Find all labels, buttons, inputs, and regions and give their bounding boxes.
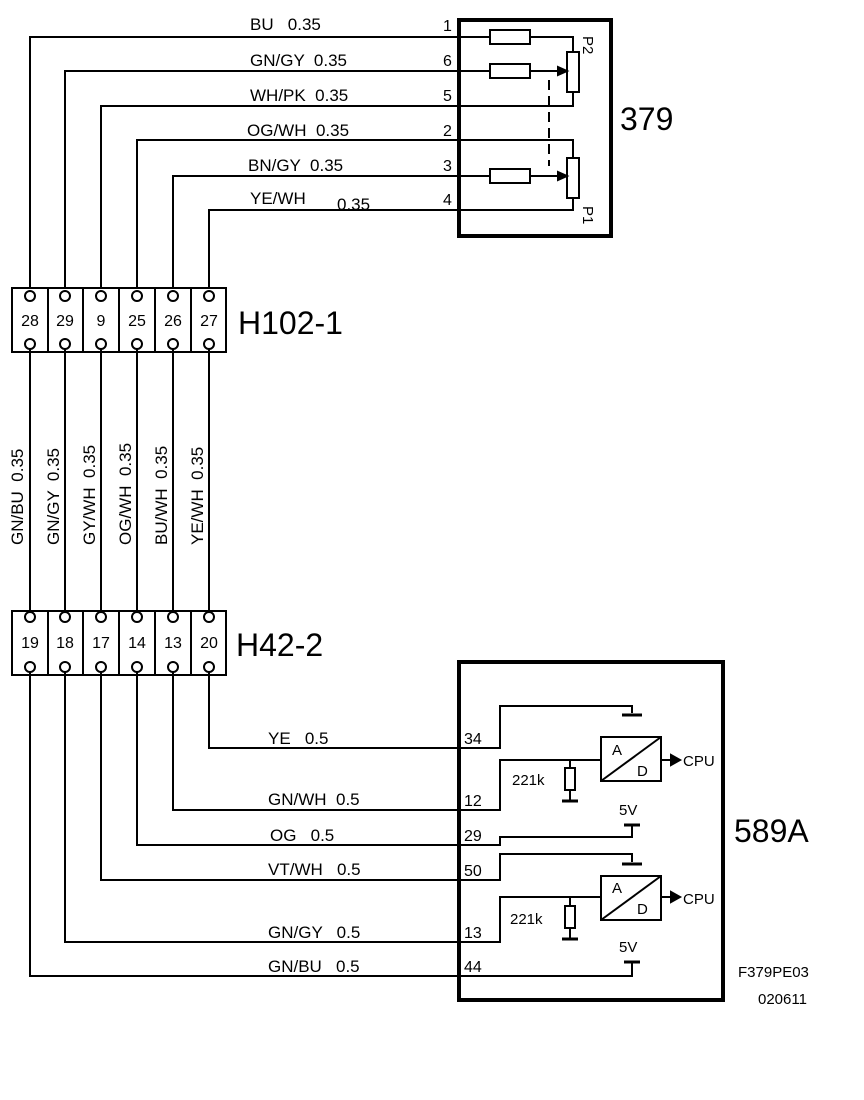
supply-label: 5V xyxy=(619,939,637,956)
connector-h102-1 xyxy=(11,287,227,353)
component-379-box xyxy=(457,18,613,238)
wire-gngy-top xyxy=(64,70,459,288)
wire-label: GN/GY 0.5 xyxy=(268,923,360,942)
connector-h102-1-label: H102-1 xyxy=(238,305,343,341)
pin-number: 34 xyxy=(464,731,482,748)
ad-a-label: A xyxy=(612,880,622,897)
wire-label: OG/WH 0.35 xyxy=(116,443,135,545)
cpu-label: CPU xyxy=(683,891,715,908)
wire-label: OG 0.5 xyxy=(270,826,334,845)
wire-label: OG/WH 0.35 xyxy=(247,121,349,140)
wire-bngy-top xyxy=(172,175,459,288)
pin-number: 29 xyxy=(464,828,482,845)
pin-number: 50 xyxy=(464,863,482,880)
connector-pin: 25 xyxy=(128,313,146,330)
ad-d-label: D xyxy=(637,763,648,780)
wire-label: GN/WH 0.5 xyxy=(268,790,360,809)
resistor-label: 221k xyxy=(512,772,545,789)
pin-number: 13 xyxy=(464,925,482,942)
wire-label: GN/GY 0.35 xyxy=(44,448,63,545)
drawing-code: F379PE03 xyxy=(738,964,809,981)
pin-number: 1 xyxy=(443,18,452,35)
wire-ogwh-top xyxy=(136,139,459,288)
connector-pin: 18 xyxy=(56,635,74,652)
connector-pin: 26 xyxy=(164,313,182,330)
pin-number: 44 xyxy=(464,959,482,976)
connector-pin: 29 xyxy=(56,313,74,330)
p1-label: P1 xyxy=(579,206,596,224)
p2-label: P2 xyxy=(579,36,596,54)
wire-ye-bottom xyxy=(208,672,459,749)
wire-label: YE 0.5 xyxy=(268,729,328,748)
ecu-internal xyxy=(459,705,683,977)
connector-h42-2 xyxy=(11,610,227,676)
pin-number: 4 xyxy=(443,192,452,209)
wire-bu-top xyxy=(29,36,459,288)
drawing-date: 020611 xyxy=(758,991,807,1008)
connector-pin: 13 xyxy=(164,635,182,652)
connector-pin: 27 xyxy=(200,313,218,330)
pin-number: 5 xyxy=(443,88,452,105)
wire-label: GN/BU 0.5 xyxy=(268,957,360,976)
component-589a-box xyxy=(457,660,725,1002)
wire-whpk-top xyxy=(100,105,459,288)
pin-number: 12 xyxy=(464,793,482,810)
resistor-label: 221k xyxy=(510,911,543,928)
pin-number: 2 xyxy=(443,123,452,140)
connector-pin: 14 xyxy=(128,635,146,652)
wire-yewh-top xyxy=(208,209,459,288)
connector-pin: 28 xyxy=(21,313,39,330)
wire-vtwh-bottom xyxy=(100,672,459,881)
pin-number: 6 xyxy=(443,53,452,70)
wire-label: GN/GY 0.35 xyxy=(250,51,347,70)
wire-gnwh-bottom xyxy=(172,672,459,811)
wire-gngy-bottom xyxy=(64,672,459,943)
connector-pin: 17 xyxy=(92,635,110,652)
connector-h42-2-label: H42-2 xyxy=(236,627,323,663)
wire-gnbu-bottom xyxy=(29,672,459,977)
wire-label: 0.35 xyxy=(337,195,370,214)
supply-label: 5V xyxy=(619,802,637,819)
component-379-label: 379 xyxy=(620,101,673,137)
wire-og-bottom xyxy=(136,672,459,846)
wire-label: GY/WH 0.35 xyxy=(80,445,99,545)
wire-label: YE/WH xyxy=(250,189,306,208)
connector-pin: 9 xyxy=(97,313,106,330)
wire-label: BU 0.35 xyxy=(250,15,321,34)
connector-pin: 20 xyxy=(200,635,218,652)
component-589a-label: 589A xyxy=(734,813,809,849)
wire-label: GN/BU 0.35 xyxy=(8,449,27,545)
wire-label: BN/GY 0.35 xyxy=(248,156,343,175)
ad-d-label: D xyxy=(637,901,648,918)
wire-label: VT/WH 0.5 xyxy=(268,860,361,879)
sensor-internal xyxy=(459,29,580,211)
wire-label: BU/WH 0.35 xyxy=(152,446,171,545)
pin-number: 3 xyxy=(443,158,452,175)
cpu-label: CPU xyxy=(683,753,715,770)
wire-label: YE/WH 0.35 xyxy=(188,447,207,545)
connector-pin: 19 xyxy=(21,635,39,652)
wire-label: WH/PK 0.35 xyxy=(250,86,348,105)
ad-a-label: A xyxy=(612,742,622,759)
